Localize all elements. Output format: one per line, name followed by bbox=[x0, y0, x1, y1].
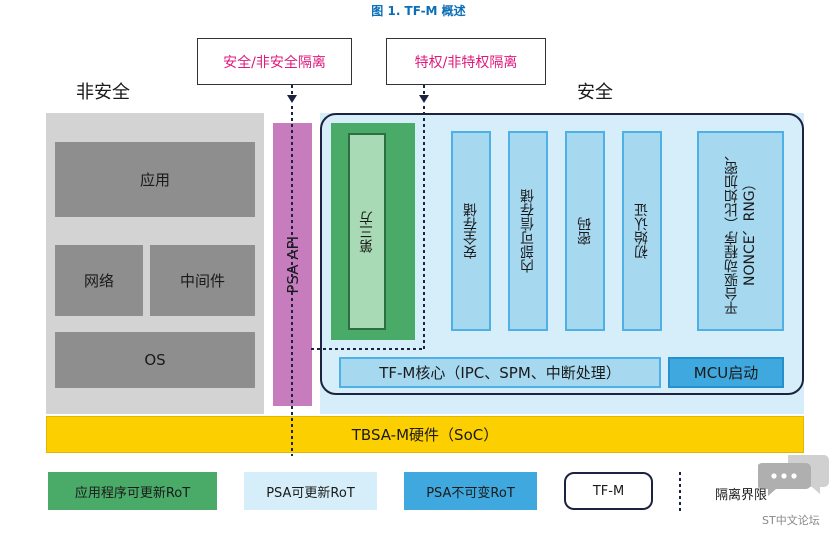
non-secure-heading: 非安全 bbox=[76, 82, 130, 103]
os-block: OS bbox=[55, 332, 255, 388]
platform-driver-block: 平台驱动程序（比如加密、NONCE、RNG） bbox=[697, 131, 784, 331]
legend-tfm: TF-M bbox=[564, 472, 653, 510]
internal-trusted-storage-block: 内部可信存储 bbox=[508, 131, 548, 331]
secure-heading: 安全 bbox=[577, 82, 613, 103]
tfm-core-block: TF-M核心（IPC、SPM、中断处理） bbox=[339, 357, 661, 388]
secure-storage-block: 安全存储 bbox=[451, 131, 491, 331]
legend-isolation-boundary: 隔离界限 bbox=[715, 488, 768, 503]
third-party-block: 第三方 bbox=[348, 133, 386, 330]
legend-psa-updatable-rot: PSA可更新RoT bbox=[244, 472, 377, 510]
mcu-boot-block: MCU启动 bbox=[668, 357, 784, 388]
chat-bubble-icon bbox=[757, 451, 830, 501]
privilege-isolation-arrow-icon bbox=[419, 95, 429, 103]
hardware-bar: TBSA-M硬件（SoC） bbox=[46, 416, 804, 453]
middleware-block: 中间件 bbox=[150, 245, 255, 316]
initial-attestation-block: 初始认证 bbox=[622, 131, 662, 331]
watermark-label: ST中文论坛 bbox=[762, 514, 820, 527]
tfm-boundary bbox=[320, 113, 804, 395]
secure-isolation-arrow-icon bbox=[287, 95, 297, 103]
legend-app-updatable-rot: 应用程序可更新RoT bbox=[48, 472, 217, 510]
network-block: 网络 bbox=[55, 245, 143, 316]
app-block: 应用 bbox=[55, 142, 255, 217]
figure-title: 图 1. TF-M 概述 bbox=[371, 4, 466, 18]
crypto-block: 密码 bbox=[565, 131, 605, 331]
secure-isolation-callout: 安全/非安全隔离 bbox=[197, 38, 352, 85]
legend-psa-immutable-rot: PSA不可变RoT bbox=[404, 472, 537, 510]
privilege-isolation-callout: 特权/非特权隔离 bbox=[386, 38, 546, 85]
